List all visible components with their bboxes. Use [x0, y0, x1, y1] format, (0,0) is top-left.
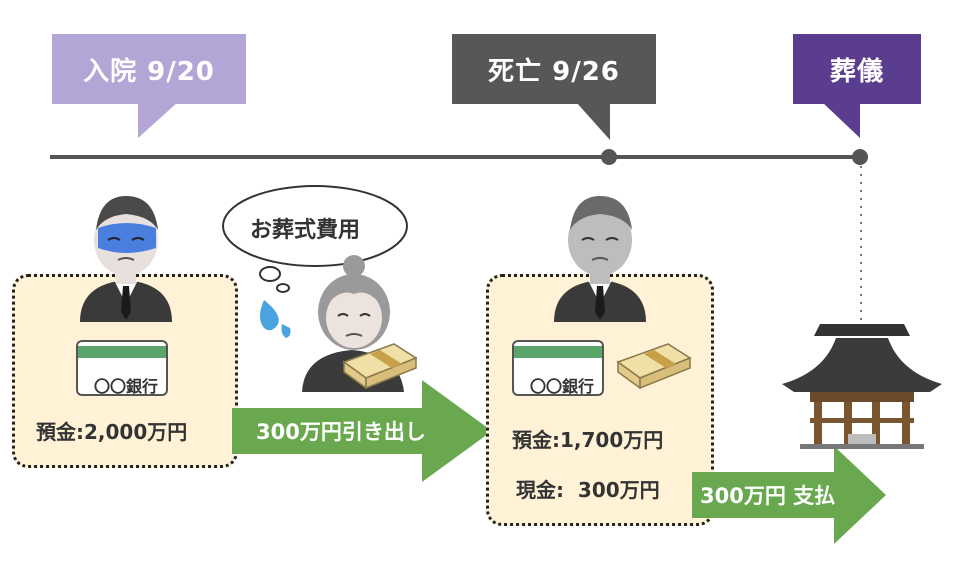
bank-card-label-after: 〇〇銀行 [530, 377, 595, 396]
admission-label: 入院 9/20 [83, 56, 215, 87]
funeral-tag-pointer [822, 102, 860, 138]
death-marker-dot [601, 149, 617, 165]
funeral-tag: 葬儀 [793, 34, 921, 104]
payment-arrow-label: 300万円 支払 [700, 484, 836, 508]
death-tag-pointer [576, 102, 610, 140]
sweat-drop-icon [260, 300, 291, 338]
cash-stack-icon [342, 343, 418, 390]
funeral-label: 葬儀 [829, 56, 884, 87]
deceased-man-icon [554, 196, 646, 322]
deposit-after-text: 預金:1,700万円 [512, 428, 664, 452]
death-label: 死亡 9/26 [488, 56, 620, 87]
withdrawal-arrow-label: 300万円引き出し [256, 420, 426, 444]
withdrawal-arrow [232, 380, 492, 482]
deposit-before-text: 預金:2,000万円 [36, 420, 188, 444]
admission-tag-pointer [138, 102, 178, 138]
funeral-dotted-line [860, 166, 862, 326]
death-tag: 死亡 9/26 [452, 34, 656, 104]
temple-icon [782, 324, 942, 449]
thought-bubble [222, 185, 408, 293]
sick-man-icon [80, 196, 172, 322]
timeline [50, 155, 862, 159]
funeral-marker-dot [852, 149, 868, 165]
bank-card-label: 〇〇銀行 [94, 377, 159, 396]
bank-card-icon-after [512, 340, 604, 396]
thought-bubble-text: お葬式費用 [250, 218, 361, 243]
payment-arrow [692, 446, 886, 544]
cash-stack-icon-after [616, 343, 692, 390]
admission-tag: 入院 9/20 [52, 34, 246, 104]
cash-after-text: 現金: 300万円 [516, 478, 660, 502]
bank-card-icon [76, 340, 168, 396]
